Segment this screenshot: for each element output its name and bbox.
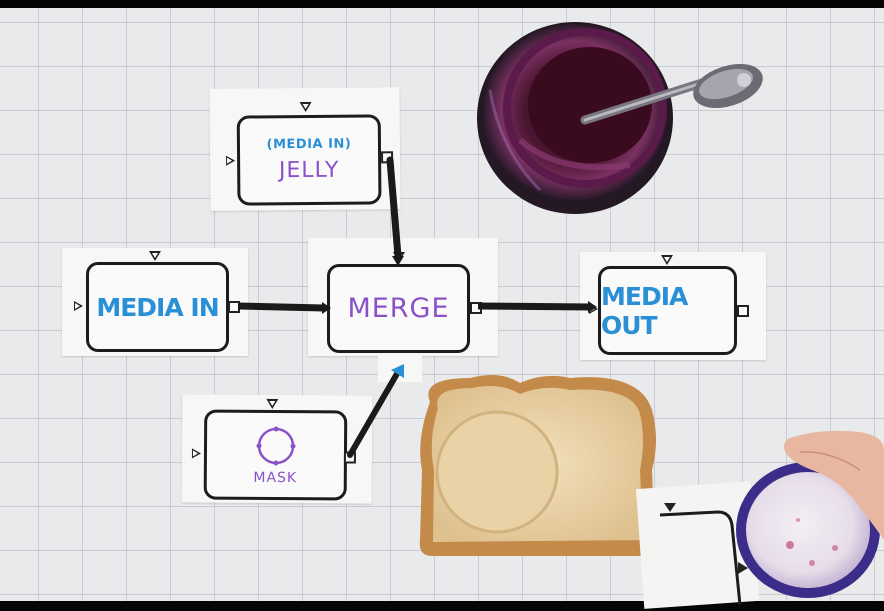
partial-card — [635, 481, 760, 609]
media-in-card: MEDIA IN — [62, 248, 248, 356]
mask-node: MASK — [203, 409, 348, 501]
merge-node: MERGE — [327, 264, 470, 353]
connector-merge-mediaout — [477, 301, 597, 313]
connector-mask-merge — [347, 364, 404, 458]
media-out-output-port-icon — [737, 305, 749, 317]
media-out-node-label: MEDIA OUT — [601, 281, 688, 340]
letterbox-top — [0, 0, 884, 8]
media-in-node: MEDIA IN — [86, 262, 229, 352]
media-out-card: MEDIA OUT — [580, 252, 766, 360]
mask-card: MASK — [181, 394, 373, 504]
hand — [784, 430, 884, 540]
media-out-node: MEDIA OUT — [598, 266, 737, 355]
media-in-input-port-icon — [74, 301, 83, 311]
jam-jar — [477, 22, 673, 214]
media-out-top-port-icon — [661, 255, 673, 265]
media-in-node-label: MEDIA IN — [96, 292, 219, 322]
mask-port-triangle-icon — [391, 364, 404, 378]
connector-mediain-merge — [237, 302, 331, 314]
spoon — [580, 63, 763, 125]
media-in-top-port-icon — [149, 251, 161, 261]
merge-card: MERGE — [308, 238, 498, 356]
jelly-cup — [736, 462, 880, 598]
letterbox-bottom — [0, 601, 884, 611]
circle-mask-icon — [256, 426, 296, 466]
connector-jelly-merge — [386, 156, 404, 266]
merge-node-label: MERGE — [347, 293, 450, 324]
bread-slice — [419, 374, 656, 556]
